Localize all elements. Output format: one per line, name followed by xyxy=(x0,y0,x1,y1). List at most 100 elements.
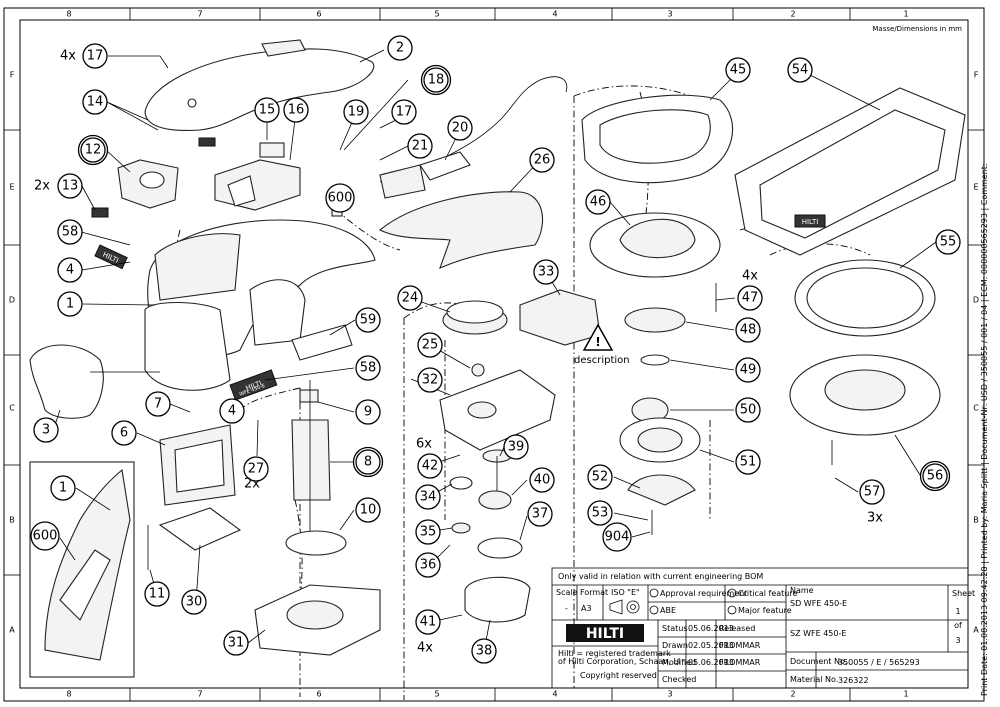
hilti-logo: HILTI xyxy=(566,624,644,642)
part-dust-flap xyxy=(379,191,543,270)
callout-52: 52 xyxy=(587,464,613,490)
callout-circle xyxy=(527,501,553,527)
row-label-left: E xyxy=(9,183,14,192)
callout-number: 37 xyxy=(532,507,549,522)
callout-number: 11 xyxy=(149,587,166,602)
callout-600: 600 xyxy=(30,521,60,551)
callout-50: 50 xyxy=(735,397,761,423)
callout-11: 11 xyxy=(144,581,170,607)
callout-circle xyxy=(587,500,613,526)
approval-checkbox-icon xyxy=(649,588,659,598)
column-label-top: 4 xyxy=(552,10,557,19)
callout-circle xyxy=(735,317,761,343)
callout-9: 9 xyxy=(355,399,381,425)
callout-27: 27 xyxy=(243,456,269,482)
callout-number: 26 xyxy=(534,153,551,168)
callout-58: 58 xyxy=(57,219,83,245)
column-label-top: 8 xyxy=(66,10,71,19)
callout-number: 59 xyxy=(360,313,377,328)
callout-circle xyxy=(859,479,885,505)
detail-inset xyxy=(29,461,135,678)
modified-value: FROMMAR xyxy=(719,658,761,667)
callout-7: 7 xyxy=(145,391,171,417)
row-label-right: D xyxy=(973,296,979,305)
callout-25: 25 xyxy=(417,332,443,358)
callout-number: 6 xyxy=(120,426,128,441)
sheet-label: Sheet xyxy=(952,589,975,598)
callout-circle xyxy=(503,434,529,460)
part-electronics xyxy=(198,137,301,211)
callout-circle xyxy=(57,291,83,317)
abe-checkbox-icon xyxy=(649,605,659,615)
modified-date: 05.06.2013 xyxy=(688,658,734,667)
callout-circle xyxy=(33,417,59,443)
column-label-top: 2 xyxy=(790,10,795,19)
callout-4: 4 xyxy=(57,257,83,283)
callout-number: 52 xyxy=(592,470,609,485)
callout-6: 6 xyxy=(111,420,137,446)
callout-46: 46 xyxy=(585,189,611,215)
row-label-left: C xyxy=(9,404,15,413)
callout-number: 13 xyxy=(62,179,79,194)
critical-checkbox-icon xyxy=(727,588,737,598)
projection-symbol-icon xyxy=(609,599,640,615)
callout-38: 38 xyxy=(471,638,497,664)
callout-18: 18 xyxy=(420,64,452,96)
row-label-left: A xyxy=(9,626,15,635)
part-gear-24 xyxy=(442,300,508,377)
sheet-of: of xyxy=(954,621,962,630)
row-label-right: C xyxy=(973,404,979,413)
callout-number: 8 xyxy=(364,455,372,470)
callout-circle xyxy=(415,609,441,635)
column-label-top: 7 xyxy=(197,10,202,19)
drawing-name-1: SD WFE 450-E xyxy=(790,599,847,608)
callout-circle xyxy=(145,391,171,417)
callout-number: 51 xyxy=(740,455,757,470)
part-sanding-pad-56 xyxy=(789,354,941,465)
column-label-top: 6 xyxy=(316,10,321,19)
status-value: Released xyxy=(719,624,755,633)
callout-circle xyxy=(219,398,245,424)
trademark-line-2: of Hilti Corporation, Schaan, LI xyxy=(558,657,680,666)
callout-21: 21 xyxy=(407,133,433,159)
callout-circle xyxy=(415,552,441,578)
callout-45: 45 xyxy=(725,57,751,83)
callout-number: 45 xyxy=(730,63,747,78)
callout-number: 34 xyxy=(420,490,437,505)
part-rings xyxy=(619,283,717,535)
callout-circle xyxy=(30,521,60,551)
callout-number: 18 xyxy=(428,73,445,88)
callout-circle xyxy=(387,35,413,61)
format-value: A3 xyxy=(581,604,592,613)
callout-8: 8 xyxy=(352,446,384,478)
callout-number: 24 xyxy=(402,291,419,306)
callout-circle xyxy=(735,397,761,423)
callout-number: 3 xyxy=(42,423,50,438)
callout-36: 36 xyxy=(415,552,441,578)
callout-circle xyxy=(223,630,249,656)
bom-note: Only valid in relation with current engi… xyxy=(558,572,763,581)
callout-circle xyxy=(254,97,280,123)
callout-2: 2 xyxy=(387,35,413,61)
callout-number: 4 xyxy=(66,263,74,278)
row-label-left: D xyxy=(9,296,15,305)
callout-39: 39 xyxy=(503,434,529,460)
callout-number: 53 xyxy=(592,506,609,521)
callout-number: 12 xyxy=(85,143,102,158)
callout-47: 47 xyxy=(737,285,763,311)
callout-33: 33 xyxy=(533,259,559,285)
part-base-housing xyxy=(254,584,381,656)
name-label: Name xyxy=(790,586,814,595)
callout-number: 39 xyxy=(508,440,525,455)
callout-circle xyxy=(407,133,433,159)
checked-label: Checked xyxy=(662,675,696,684)
callout-circle xyxy=(181,589,207,615)
callout-3: 3 xyxy=(33,417,59,443)
callout-circle xyxy=(725,57,751,83)
major-checkbox-icon xyxy=(727,605,737,615)
row-label-right: E xyxy=(973,183,978,192)
callout-57: 57 xyxy=(859,479,885,505)
callout-circle xyxy=(415,484,441,510)
drawn-label: Drawn xyxy=(662,641,688,650)
